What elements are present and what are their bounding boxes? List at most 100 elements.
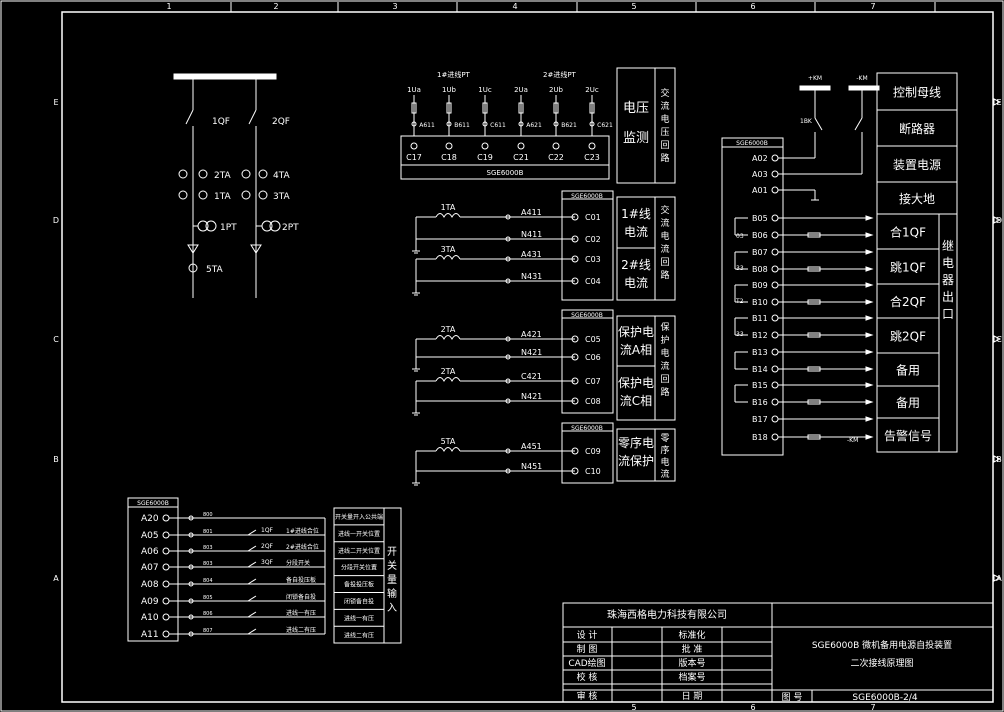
voltage-terminal <box>552 142 560 150</box>
voltage-module: 1UaA611C171UbB611C181UcC611C192UaA621C21… <box>406 86 669 164</box>
fuse-symbol <box>589 102 595 114</box>
company-name: 珠海西格电力科技有限公司 <box>607 608 727 621</box>
relay-arrow <box>865 349 874 355</box>
fuse-symbol <box>518 102 524 114</box>
circuit-label: 序 <box>660 444 669 456</box>
function-label-box <box>616 247 656 301</box>
relay-terminal <box>771 248 779 256</box>
relay-terminal-label: B17 <box>752 415 768 424</box>
control-label: 接大地 <box>899 191 935 206</box>
relay-wire-label: 03 <box>736 233 744 240</box>
function-label: 流A相 <box>620 343 652 357</box>
one-line-diagram <box>173 73 281 298</box>
input-right-label: 进线二开关位置 <box>338 547 380 555</box>
column-marker: 1 <box>166 2 171 11</box>
drawing-no: SGE6000B-2/4 <box>852 693 917 703</box>
input-desc-label: 闭锁备自投 <box>286 593 316 601</box>
control-bus-neg <box>848 85 880 91</box>
relay-wire-label: 33 <box>736 331 744 338</box>
alarm-label: -KM <box>847 437 858 444</box>
input-desc-label: 1#进线合位 <box>286 527 319 535</box>
input-desc-label: 分段开关 <box>286 559 310 567</box>
input-wire-label: 807 <box>203 628 213 634</box>
ct-label: 5TA <box>441 437 456 446</box>
circuit-label: 电 <box>660 347 669 359</box>
function-label: 保护电 <box>618 376 654 390</box>
ct-coil <box>435 335 461 341</box>
input-node <box>188 532 194 538</box>
voltage-device-name: SGE6000B <box>487 169 524 177</box>
relay-terminal-label: B14 <box>752 365 768 374</box>
input-contact <box>247 561 257 568</box>
relay-terminal <box>771 365 779 373</box>
title-left-label: 校 核 <box>577 671 598 683</box>
column-marker: 7 <box>870 2 875 11</box>
fuse-symbol <box>553 102 559 114</box>
relay-terminal-label: B18 <box>752 433 768 442</box>
row-arrow <box>993 216 1002 224</box>
power-terminal <box>771 186 779 194</box>
input-wire-label: 804 <box>203 578 213 584</box>
fuse-label: 1Ub <box>442 86 457 94</box>
current-wire-label: N421 <box>521 348 542 357</box>
voltage-group-left: 1#进线PT <box>437 70 471 79</box>
relay-terminal <box>771 265 779 273</box>
input-node <box>188 631 194 637</box>
relay-terminal <box>771 348 779 356</box>
voltage-terminal-label: C21 <box>513 153 529 162</box>
relay-resistor <box>807 299 821 305</box>
fuse-symbol <box>411 102 417 114</box>
title-block-frame <box>562 602 994 703</box>
voltage-terminal-label: C23 <box>584 153 600 162</box>
input-terminal-label: A09 <box>141 597 159 607</box>
input-right-label: 进线一开关位置 <box>338 530 380 538</box>
row-arrow <box>993 455 1002 463</box>
relay-resistor <box>807 434 821 440</box>
current-terminal-label: C01 <box>585 213 601 222</box>
title-mid-label: 日 期 <box>682 691 703 702</box>
voltage-node <box>553 121 559 127</box>
input-desc-label: 2#进线合位 <box>286 543 319 551</box>
input-desc-label: 进线一有压 <box>286 609 316 617</box>
current-terminal <box>571 335 579 343</box>
circuit-label: 回 <box>660 374 669 385</box>
control-bus-label: +KM <box>808 75 822 82</box>
label-4ta: 4TA <box>273 171 291 181</box>
input-contact-label: 2QF <box>261 543 274 550</box>
input-terminal <box>162 547 170 555</box>
input-terminal <box>162 531 170 539</box>
label-2qf: 2QF <box>272 117 290 127</box>
circuit-label-box <box>654 428 676 482</box>
current-wire-label: A451 <box>521 442 542 451</box>
device-box <box>561 422 614 484</box>
circuit-label: 电 <box>660 456 669 468</box>
relay-group-label: 电 <box>942 256 954 270</box>
power-terminal <box>771 154 779 162</box>
input-terminal <box>162 563 170 571</box>
relay-terminal <box>771 415 779 423</box>
relay-arrow <box>865 366 874 372</box>
label-3ta: 3TA <box>273 192 291 202</box>
relay-wire-label: T2 <box>735 298 744 305</box>
input-node <box>188 614 194 620</box>
input-device-box <box>127 497 179 642</box>
relay-terminal-label: B13 <box>752 348 768 357</box>
voltage-circuit-label: 交 <box>660 87 669 99</box>
circuit-label: 零 <box>660 433 669 444</box>
voltage-circuit-label: 流 <box>660 100 669 112</box>
relay-terminal-label: B15 <box>752 381 768 390</box>
input-group-box <box>383 507 402 644</box>
relay-arrow <box>865 315 874 321</box>
voltage-wire-label: C621 <box>597 122 613 129</box>
voltage-node <box>589 121 595 127</box>
relay-group-label: 继 <box>942 239 954 253</box>
relay-resistor <box>807 232 821 238</box>
input-desc-label: 进线二有压 <box>286 626 316 634</box>
relay-arrow <box>865 416 874 422</box>
busbar <box>173 73 277 80</box>
column-marker-bottom: 6 <box>750 703 755 712</box>
ct-coil <box>435 213 461 219</box>
